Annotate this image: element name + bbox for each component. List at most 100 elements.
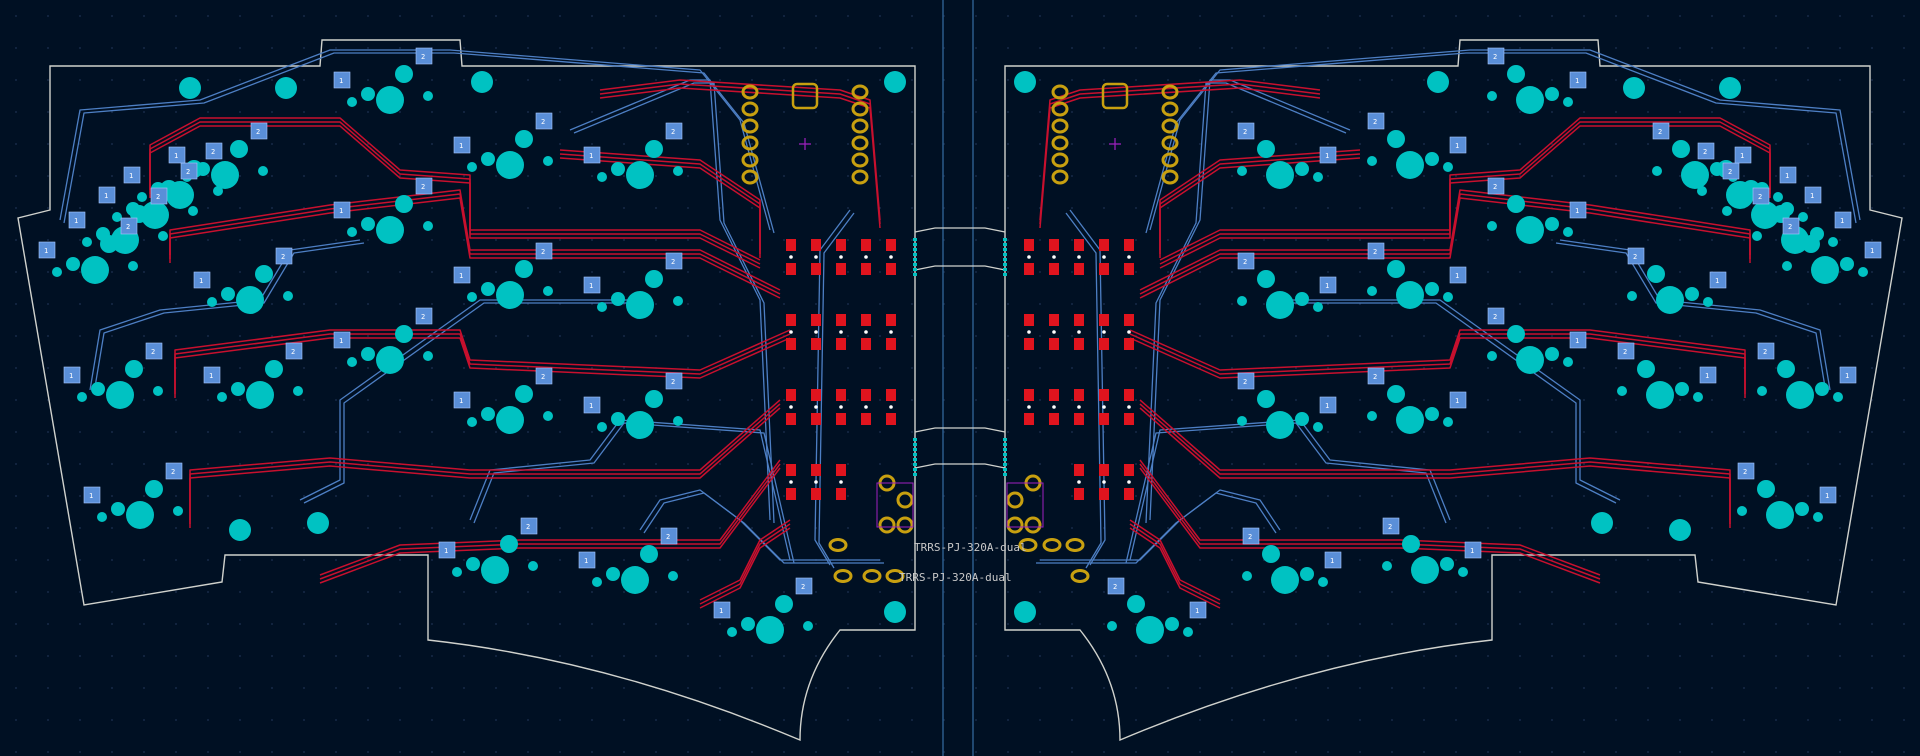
diode-pad-1-label: 1 xyxy=(74,217,78,225)
diode-marker xyxy=(789,330,793,334)
bridge-pad xyxy=(1003,458,1007,461)
diode-smd-pad xyxy=(1074,263,1084,275)
diode-smd-pad xyxy=(1024,389,1034,401)
header-pad xyxy=(1161,135,1179,151)
switch-side-hole xyxy=(207,297,217,307)
switch-side-hole xyxy=(1487,351,1497,361)
diode-smd-pad xyxy=(1124,338,1134,350)
switch-side-hole xyxy=(137,192,147,202)
trrs-courtyard xyxy=(876,482,914,528)
diode-pad-1-label: 1 xyxy=(1455,142,1459,150)
switch-side-hole xyxy=(467,292,477,302)
copper-trace xyxy=(1555,242,1827,394)
diode-smd-pad xyxy=(886,413,896,425)
diode-pad-2 xyxy=(415,47,433,65)
diode-pad-2 xyxy=(1752,187,1770,205)
diode-pad-1 xyxy=(1804,186,1822,204)
switch-pin-hole xyxy=(231,382,245,396)
copper-trace xyxy=(1149,79,1351,521)
copper-trace xyxy=(149,117,761,261)
switch-side-hole xyxy=(1703,297,1713,307)
copper-trace xyxy=(303,302,644,504)
diode-smd-pad xyxy=(1124,263,1134,275)
diode-marker xyxy=(1052,255,1056,259)
switch-side-hole xyxy=(423,91,433,101)
diode-pad-1-label: 1 xyxy=(69,372,73,380)
reset-switch-pad xyxy=(791,82,819,110)
mounting-hole xyxy=(229,519,251,541)
diode-pad-2 xyxy=(205,142,223,160)
diode-smd-pad xyxy=(1074,239,1084,251)
diode-smd-pad xyxy=(1024,314,1034,326)
diode-smd-pad xyxy=(1099,314,1109,326)
switch-side-hole xyxy=(112,212,122,222)
bridge-outline xyxy=(914,227,1006,469)
copper-trace xyxy=(1129,523,1221,605)
switch-side-hole xyxy=(1858,267,1868,277)
switch-side-hole xyxy=(673,166,683,176)
switch-pin-hole xyxy=(1165,617,1179,631)
diode-pad-2-label: 2 xyxy=(1493,53,1497,61)
copper-trace xyxy=(1039,87,1321,229)
switch-pin-hole xyxy=(640,545,658,563)
diode-pad-1 xyxy=(583,146,601,164)
diode-smd-pad xyxy=(836,314,846,326)
switch-side-hole xyxy=(597,302,607,312)
switch-pin-hole xyxy=(1127,595,1145,613)
diode-pad-2 xyxy=(275,247,293,265)
diode-marker xyxy=(839,255,843,259)
switch-side-hole xyxy=(173,506,183,516)
switch-pin-hole xyxy=(126,202,140,216)
diode-pad-2-label: 2 xyxy=(1388,523,1392,531)
diode-pad-2-label: 2 xyxy=(1373,118,1377,126)
trrs-oval-pad xyxy=(1042,538,1062,552)
switch-center-hole xyxy=(1271,566,1299,594)
diode-smd-pad xyxy=(886,263,896,275)
header-pad xyxy=(1161,152,1179,168)
switch-side-hole xyxy=(1237,296,1247,306)
diode-pad-2-label: 2 xyxy=(1243,258,1247,266)
copper-trace xyxy=(1139,459,1601,576)
diode-marker xyxy=(789,480,793,484)
diode-smd-pad xyxy=(1099,389,1109,401)
diode-pad-2 xyxy=(795,577,813,595)
bridge-pad xyxy=(913,248,917,251)
copper-trace xyxy=(599,87,881,229)
switch-pin-hole xyxy=(645,140,663,158)
diode-pad-2 xyxy=(150,187,168,205)
diode-pad-1-label: 1 xyxy=(1715,277,1719,285)
switch-side-hole xyxy=(467,417,477,427)
diode-marker xyxy=(1077,330,1081,334)
mounting-hole xyxy=(179,77,201,99)
copper-trace xyxy=(174,333,791,394)
diode-smd-pad xyxy=(836,488,846,500)
switch-side-hole xyxy=(1318,577,1328,587)
diode-pad-1 xyxy=(453,266,471,284)
switch-side-hole xyxy=(597,172,607,182)
diode-smd-pad xyxy=(1124,488,1134,500)
switch-pin-hole xyxy=(395,65,413,83)
diode-pad-2 xyxy=(1487,307,1505,325)
copper-trace xyxy=(1159,125,1771,269)
diode-smd-pad xyxy=(1024,263,1034,275)
switch-side-hole xyxy=(153,386,163,396)
switch-pin-hole xyxy=(1262,545,1280,563)
header-pad xyxy=(1161,84,1179,100)
front-copper-layer xyxy=(149,79,1771,609)
diode-pad-1 xyxy=(1449,266,1467,284)
diode-marker xyxy=(814,255,818,259)
switch-center-hole xyxy=(141,201,169,229)
switch-side-hole xyxy=(1237,166,1247,176)
diode-marker xyxy=(889,255,893,259)
diode-smd-pad xyxy=(1124,413,1134,425)
copper-trace xyxy=(1149,49,1861,231)
bridge-pad xyxy=(1003,448,1007,451)
diode-smd-pad xyxy=(861,389,871,401)
switch-side-hole xyxy=(1813,512,1823,522)
diode-pad-2 xyxy=(1757,342,1775,360)
diode-pad-2-label: 2 xyxy=(526,523,530,531)
switch-pin-hole xyxy=(1507,195,1525,213)
diode-pad-2-label: 2 xyxy=(256,128,260,136)
diode-pad-1-label: 1 xyxy=(174,152,178,160)
